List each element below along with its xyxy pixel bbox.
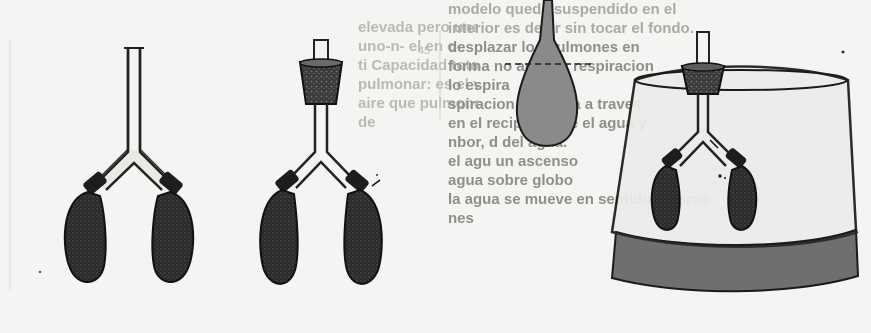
single-balloon [505, 0, 592, 146]
lung-model-simple [65, 48, 193, 282]
bell-jar-apparatus [612, 32, 858, 291]
lung-model-with-stopper [260, 40, 382, 284]
